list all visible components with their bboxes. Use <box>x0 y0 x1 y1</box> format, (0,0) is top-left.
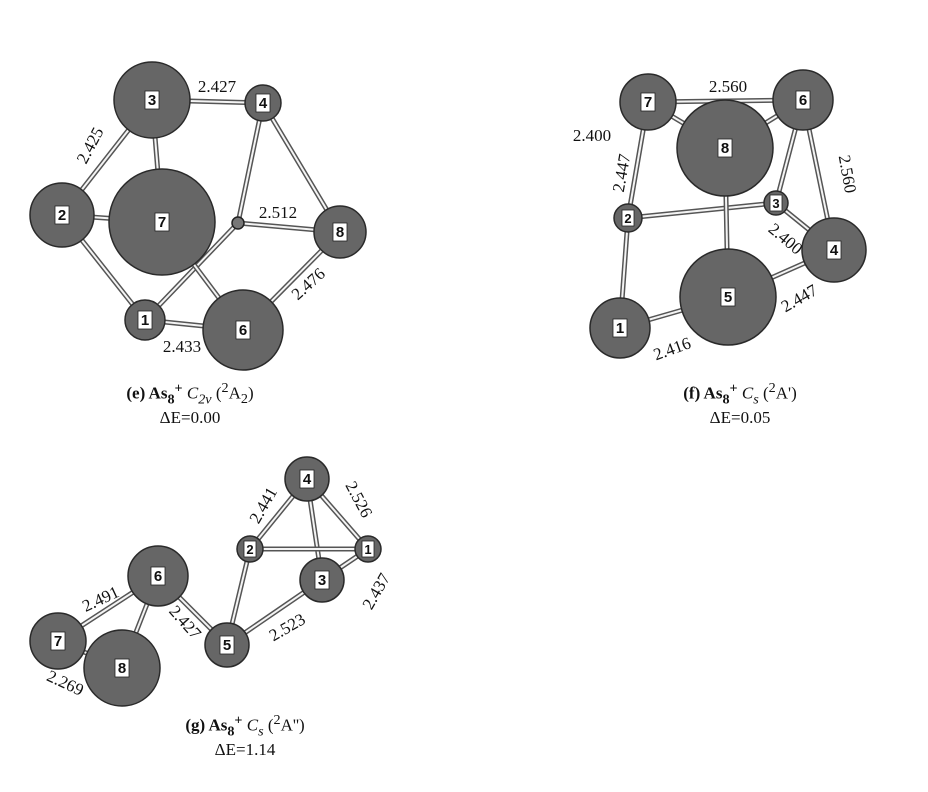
atom-label-box <box>137 310 153 330</box>
atom-label: 4 <box>303 471 312 488</box>
caption-e: (e) As8+ C2v (2A2) ΔE=0.00 <box>70 380 310 428</box>
bond-line-inner <box>627 202 777 219</box>
energy-e: ΔE=0.00 <box>159 408 221 428</box>
atom-label-box <box>50 631 66 651</box>
atom-label-box <box>612 318 628 338</box>
energy-g: ΔE=1.14 <box>214 740 276 760</box>
atom-label: 4 <box>830 242 839 259</box>
bond-length-label: 2.512 <box>259 203 297 222</box>
atom-label-box <box>361 540 375 558</box>
bond-length-label: 2.427 <box>165 602 205 644</box>
bond-length-label: 2.560 <box>709 77 747 96</box>
atom-label: 6 <box>239 322 247 339</box>
atom-label: 1 <box>141 312 149 329</box>
atom-label-box <box>640 92 656 112</box>
bond-length-label: 2.416 <box>651 333 693 364</box>
atom-label: 8 <box>118 660 126 677</box>
atom-label-box <box>243 540 257 558</box>
caption-g: (g) As8+ Cs (2A'') ΔE=1.14 <box>125 712 365 760</box>
bond-length-label: 2.447 <box>609 152 634 193</box>
atom-label: 7 <box>644 94 652 111</box>
atom-label-box <box>720 287 736 307</box>
bond-length-label: 2.560 <box>835 154 860 195</box>
atom-label: 3 <box>148 92 156 109</box>
atom-label-box <box>717 138 733 158</box>
bond-length-label: 2.447 <box>778 280 821 316</box>
atom-label: 7 <box>158 214 166 231</box>
bond-line-inner <box>237 102 264 224</box>
atom-label-box <box>332 222 348 242</box>
atom-label: 2 <box>624 211 631 226</box>
atom-label-box <box>219 635 235 655</box>
atom-label: 6 <box>799 92 807 109</box>
atom-small <box>231 216 245 230</box>
atom-label-box <box>54 205 70 225</box>
atom-label: 8 <box>721 140 729 157</box>
bond-line-inner <box>144 222 239 321</box>
atom-label-box <box>144 90 160 110</box>
atom-label: 5 <box>724 289 732 306</box>
atom-label: 2 <box>58 207 66 224</box>
bond-length-label: 2.526 <box>341 478 376 521</box>
atom-label-box <box>299 469 315 489</box>
atom-label-box <box>154 212 170 232</box>
atom-label-box <box>621 209 635 227</box>
atom-label: 6 <box>154 568 162 585</box>
atom-label-box <box>255 93 271 113</box>
bond-length-label: 2.476 <box>288 264 329 304</box>
atom-label: 1 <box>616 320 624 337</box>
bond-length-label: 2.400 <box>573 126 611 145</box>
atom-label-box <box>150 566 166 586</box>
atom-label-box <box>235 320 251 340</box>
atom-label-box <box>769 194 783 212</box>
energy-f: ΔE=0.05 <box>709 408 771 428</box>
atom-label: 1 <box>364 542 371 557</box>
atom-label: 7 <box>54 633 62 650</box>
bond-length-label: 2.437 <box>358 570 394 613</box>
bond-length-label: 2.433 <box>163 337 201 356</box>
atom-label: 5 <box>223 637 231 654</box>
bond-length-label: 2.269 <box>44 666 87 699</box>
atom-label-box <box>795 90 811 110</box>
atom-label-box <box>114 658 130 678</box>
atom-label: 4 <box>259 95 268 112</box>
atom-label: 8 <box>336 224 344 241</box>
atom-label: 3 <box>318 572 326 589</box>
caption-f: (f) As8+ Cs (2A') ΔE=0.05 <box>620 380 860 428</box>
atom-label-box <box>314 570 330 590</box>
atom-label: 2 <box>246 542 253 557</box>
bond-length-label: 2.427 <box>198 77 237 96</box>
atom-label: 3 <box>772 196 779 211</box>
atom-label-box <box>826 240 842 260</box>
